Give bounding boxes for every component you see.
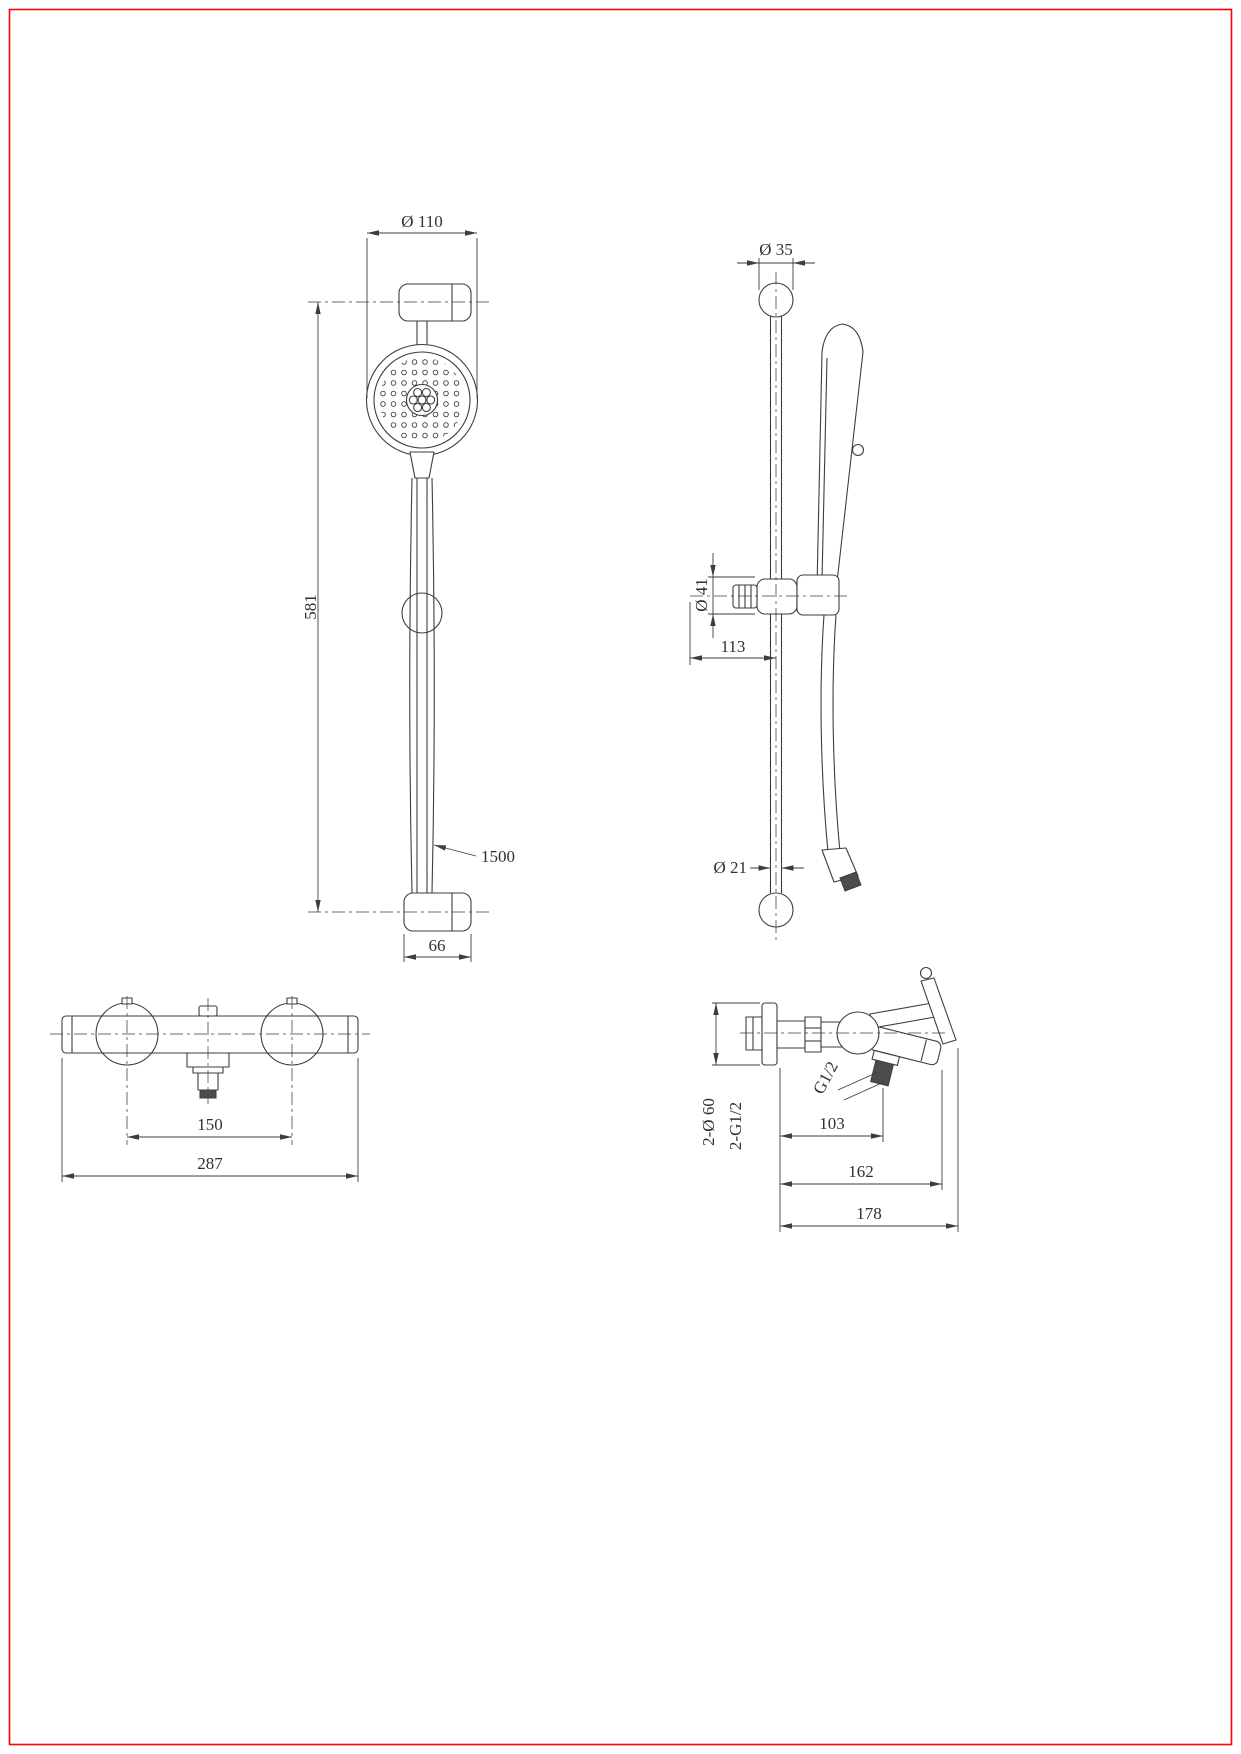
dim-overall-depth: 178 [780,1048,959,1232]
dim-holder-depth: 113 [689,602,776,665]
view-shower-rail-side: Ø 35 Ø 41 113 Ø 21 [689,240,865,942]
dim-label-inlet-center-distance: 150 [197,1115,223,1134]
dim-label-overall-width: 287 [197,1154,223,1173]
dim-holder-ring-diameter: Ø 41 [692,553,755,638]
spray-center-cluster [405,383,439,417]
shower-handle-neck [409,451,435,479]
view-mixer-side: 2-Ø 60 2-G1/2 G1/2 103 162 178 [699,966,959,1232]
dim-label-bar-diameter: Ø 21 [713,858,747,877]
hose-end-thread [839,871,862,892]
hex-nut [804,1016,822,1053]
dim-label-holder-ring-diameter: Ø 41 [692,578,711,612]
handle-stem [869,1002,936,1029]
dim-outlet-offset: 103 [780,1088,884,1142]
dim-label-bar-height: 581 [301,594,320,620]
dim-bar-diameter: Ø 21 [713,858,804,877]
temperature-handle [869,966,957,1045]
outlet-thread [870,1059,895,1087]
wall-flange-side [761,1002,778,1066]
view-shower-rail-front: Ø 110 581 1500 66 [301,212,515,962]
mixer-body-side [776,1020,806,1049]
slider-holder-side [732,574,840,616]
dim-label-hose-length: 1500 [481,847,515,866]
dim-overall-width: 287 [61,1058,359,1182]
slider-holder-front [401,592,443,634]
dim-head-diameter: Ø 110 [366,212,478,398]
dim-inlet-center-distance: 150 [127,1115,292,1140]
dim-label-overall-depth: 178 [856,1204,882,1223]
dim-flange-diameter: 2-Ø 60 2-G1/2 [699,1002,760,1150]
dim-label-head-diameter: Ø 110 [401,212,442,231]
mixer-body-front [61,1015,359,1054]
dim-label-holder-depth: 113 [721,637,746,656]
handle-knob [919,966,933,980]
dim-hose-length: 1500 [433,844,515,866]
sheet-border [8,8,1233,1746]
dim-label-outlet-offset: 103 [819,1114,845,1133]
view-mixer-front: 150 287 [50,996,370,1182]
handle-cradle [796,574,840,616]
top-wall-bracket [398,283,472,322]
dim-bracket-width: 66 [403,934,472,962]
dim-label-outlet-thread: G1/2 [809,1058,842,1097]
shower-hose-front [409,477,435,894]
handle-cross-bar [920,977,957,1045]
wall-union [745,1016,763,1051]
holder-ring [756,578,798,615]
dim-top-cap-diameter: Ø 35 [737,240,815,290]
dim-spout-reach: 162 [780,1070,943,1190]
dim-label-flange-diameter: 2-Ø 60 [699,1098,718,1146]
dim-bar-height: 581 [301,302,321,912]
shower-head-front [365,343,479,479]
shower-hose-side [820,614,862,892]
dim-label-top-cap-diameter: Ø 35 [759,240,793,259]
dim-label-bracket-width: 66 [429,936,446,955]
dim-label-spout-reach: 162 [848,1162,874,1181]
hose-hook [851,443,865,457]
hand-shower-side [816,323,865,592]
dim-label-inlet-thread: 2-G1/2 [726,1102,745,1150]
